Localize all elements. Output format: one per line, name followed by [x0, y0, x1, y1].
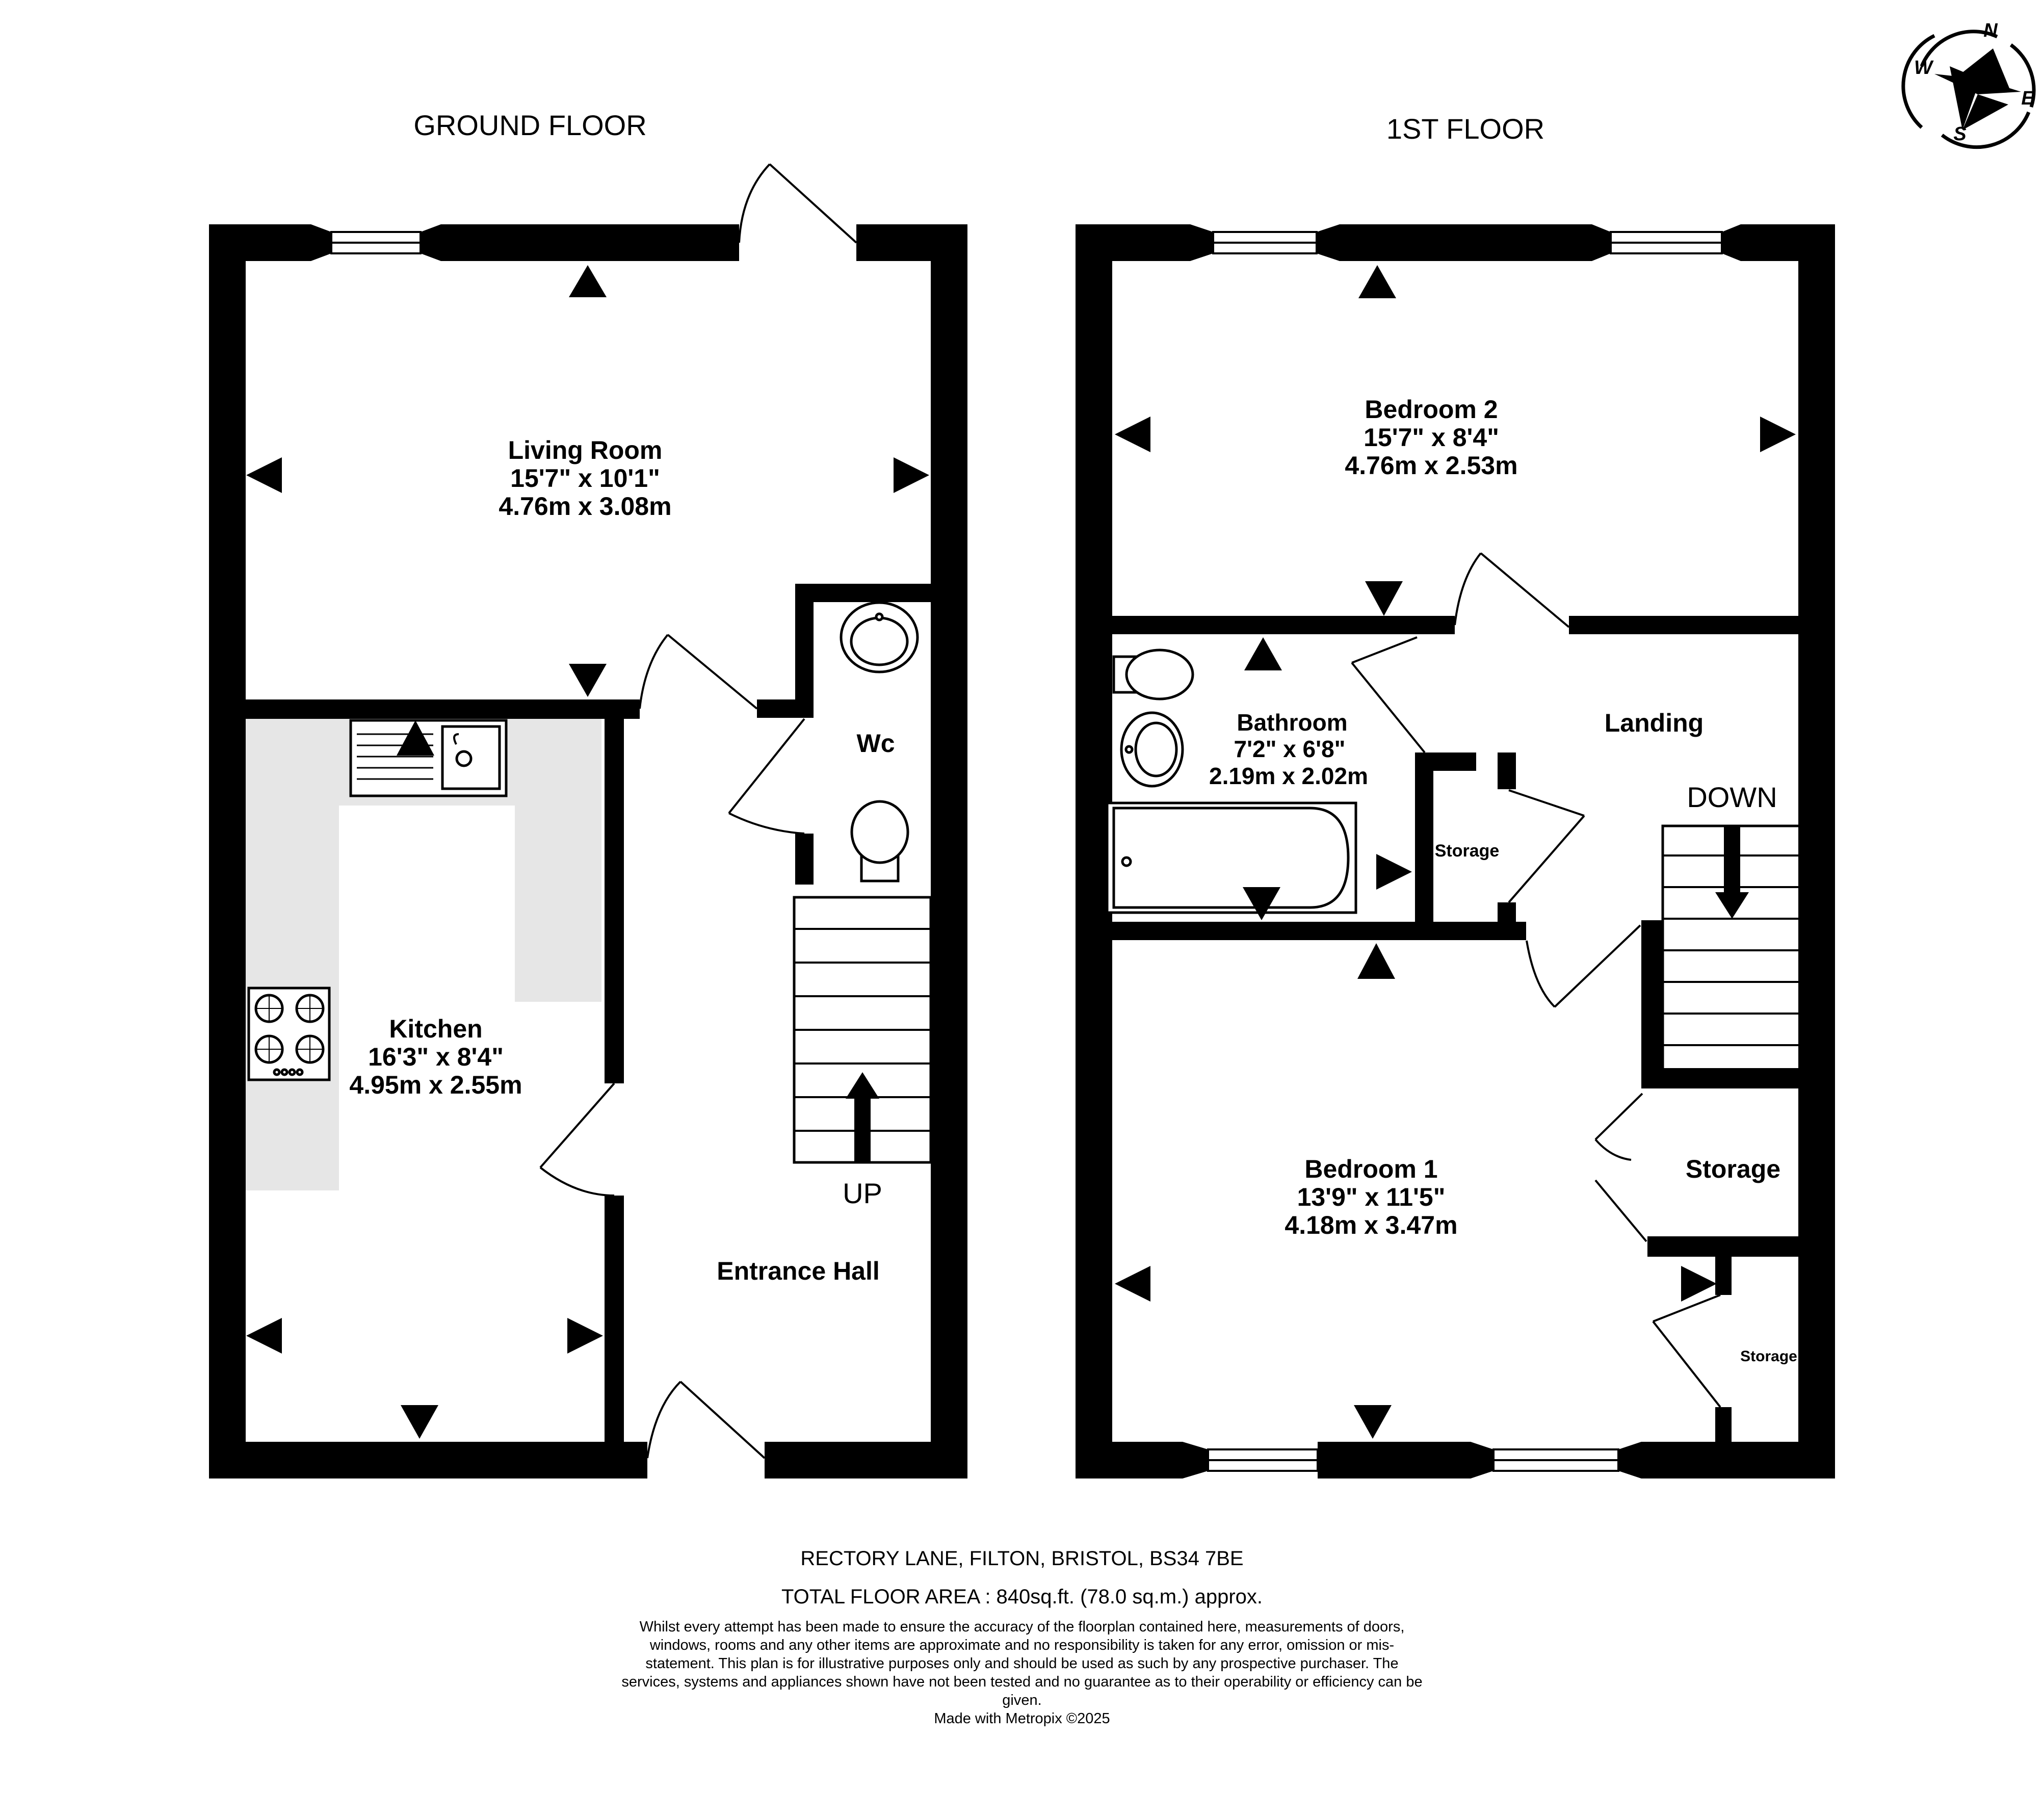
bedroom2-window-right: [1592, 224, 1741, 261]
storage-a-name: Storage: [1435, 841, 1500, 861]
stairs-up-label: UP: [843, 1177, 882, 1209]
bedroom1-imperial: 13'9" x 11'5": [1297, 1183, 1446, 1211]
ground-doors: [539, 163, 857, 1459]
storage-c-name: Storage: [1740, 1348, 1797, 1365]
bedroom2-metric: 4.76m x 2.53m: [1345, 451, 1517, 480]
toilet-icon: [850, 800, 909, 883]
bathroom-metric: 2.19m x 2.02m: [1209, 763, 1368, 789]
stairs-down: [1661, 824, 1804, 1071]
entrance-hall-name: Entrance Hall: [717, 1257, 880, 1285]
first-doors: [1351, 552, 1721, 1408]
first-floor-title: 1ST FLOOR: [1386, 113, 1544, 145]
bedroom2-imperial: 15'7" x 8'4": [1364, 423, 1499, 452]
toilet-icon-bathroom: [1112, 648, 1194, 701]
stairs-up: [793, 896, 932, 1164]
kitchen-imperial: 16'3" x 8'4": [368, 1043, 504, 1071]
living-room-metric: 4.76m x 3.08m: [499, 492, 671, 521]
kitchen-sink-icon: [349, 719, 508, 797]
first-floor: 1ST FLOOR: [1076, 113, 1835, 1478]
bedroom1-name: Bedroom 1: [1304, 1155, 1437, 1183]
property-address: RECTORY LANE, FILTON, BRISTOL, BS34 7BE: [800, 1547, 1244, 1570]
storage-b-name: Storage: [1686, 1155, 1780, 1183]
stairs-down-label: DOWN: [1687, 781, 1777, 813]
disclaimer: Whilst every attempt has been made to en…: [621, 1619, 1423, 1708]
bath-icon: [1106, 801, 1357, 914]
first-dimension-arrows: [1115, 265, 1796, 1439]
arrow-up-icon: [846, 1072, 879, 1099]
compass-s: S: [1953, 123, 1966, 145]
compass-w: W: [1914, 57, 1934, 79]
credit: Made with Metropix ©2025: [934, 1710, 1110, 1727]
bathroom-name: Bathroom: [1237, 709, 1347, 736]
bathroom-imperial: 7'2" x 6'8": [1234, 736, 1346, 762]
ground-walls: [209, 224, 967, 1478]
footer: RECTORY LANE, FILTON, BRISTOL, BS34 7BE …: [589, 1547, 1455, 1728]
total-floor-area: TOTAL FLOOR AREA : 840sq.ft. (78.0 sq.m.…: [781, 1586, 1263, 1608]
ground-floor: GROUND FLOOR: [209, 109, 967, 1478]
wc-name: Wc: [857, 729, 895, 758]
landing-name: Landing: [1605, 709, 1704, 737]
bathroom-basin-icon: [1120, 711, 1184, 788]
ground-dimension-arrows: [246, 265, 929, 1439]
compass-n: N: [1983, 20, 1998, 41]
kitchen-metric: 4.95m x 2.55m: [349, 1071, 522, 1099]
arrow-down-icon: [1715, 892, 1749, 919]
kitchen-name: Kitchen: [389, 1015, 482, 1043]
compass-icon: N E S W: [1901, 20, 2036, 149]
compass-e: E: [2021, 88, 2035, 109]
bedroom1-window-left: [1183, 1442, 1341, 1478]
bedroom1-metric: 4.18m x 3.47m: [1285, 1211, 1457, 1239]
bedroom1-window-right: [1471, 1442, 1641, 1478]
ground-floor-title: GROUND FLOOR: [413, 109, 646, 141]
living-room-imperial: 15'7" x 10'1": [510, 464, 660, 492]
living-window: [311, 224, 441, 261]
first-walls: [1076, 224, 1835, 1478]
hob-icon: [247, 987, 331, 1081]
wc-basin-icon: [840, 601, 919, 673]
bedroom2-name: Bedroom 2: [1365, 395, 1498, 424]
living-room-name: Living Room: [508, 436, 663, 464]
bedroom2-window-left: [1190, 224, 1340, 261]
